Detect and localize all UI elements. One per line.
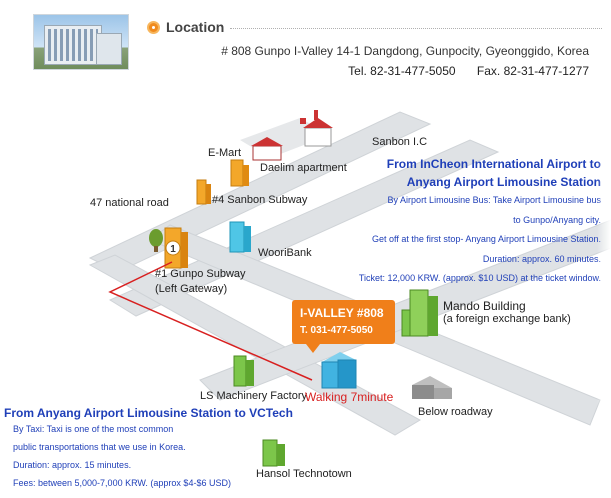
tree-icon <box>149 229 163 252</box>
walking-route <box>108 261 313 381</box>
gunpo-subway-label: #1 Gunpo Subway <box>155 268 246 280</box>
limousine-line: public transportations that we use in Ko… <box>13 442 186 452</box>
ivalley-building-icon <box>321 352 357 389</box>
incheon-heading-1: From InCheon International Airport to <box>386 157 601 171</box>
mando-label: Mando Building <box>443 299 526 313</box>
emart-icon <box>251 137 283 161</box>
ivalley-name: I-VALLEY #808 <box>300 306 384 320</box>
ls-factory-label: LS Machinery Factory <box>200 390 307 402</box>
limousine-line: By Taxi: Taxi is one of the most common <box>13 424 174 434</box>
section-title: Location <box>166 19 225 35</box>
incheon-line: to Gunpo/Anyang city. <box>513 214 601 225</box>
incheon-line: Duration: approx. 60 minutes. <box>482 253 601 264</box>
daelim-label: Daelim apartment <box>260 162 347 174</box>
subway-line-marker: 1 <box>170 244 176 255</box>
incheon-directions-panel: From InCheon International Airport to An… <box>359 155 601 289</box>
walking-time-label: Walking 7minute <box>305 390 394 404</box>
sanbon-ic-icon <box>300 110 333 147</box>
wooribank-icon <box>229 221 251 253</box>
below-roadway-icon <box>412 376 452 399</box>
daelim-apartment-icon <box>230 159 249 187</box>
incheon-line: Get off at the first stop- Anyang Airpor… <box>372 234 601 244</box>
sanbon-subway-icon <box>196 179 211 205</box>
contact-line: Tel. 82-31-477-5050 Fax. 82-31-477-1277 <box>330 64 589 78</box>
ivalley-tel: T. 031-477-5050 <box>300 325 373 336</box>
emart-label: E-Mart <box>208 147 241 159</box>
mando-building-icon <box>401 289 438 337</box>
limousine-directions-panel: From Anyang Airport Limousine Station to… <box>4 406 293 492</box>
map-edge-fade <box>597 88 611 488</box>
ivalley-callout: I-VALLEY #808 T. 031-477-5050 <box>292 300 395 353</box>
location-bullet-icon <box>147 21 160 34</box>
gunpo-subway-icon <box>164 227 188 269</box>
sanbon-ic-label: Sanbon I.C <box>372 136 428 148</box>
hansol-icon <box>262 439 285 467</box>
title-divider <box>230 28 602 29</box>
national-road-label: 47 national road <box>90 197 169 209</box>
gunpo-gateway-label: (Left Gateway) <box>155 283 228 295</box>
mando-sub-label: (a foreign exchange bank) <box>443 313 571 325</box>
limousine-heading: From Anyang Airport Limousine Station to… <box>4 406 293 420</box>
limousine-line: Duration: approx. 15 minutes. <box>13 460 132 470</box>
address-text: # 808 Gunpo I-Valley 14-1 Dangdong, Gunp… <box>221 44 589 58</box>
ls-factory-icon <box>233 355 254 387</box>
tel-text: Tel. 82-31-477-5050 <box>348 64 456 78</box>
incheon-line: By Airport Limousine Bus: Take Airport L… <box>387 195 601 205</box>
fax-text: Fax. 82-31-477-1277 <box>476 64 589 78</box>
wooribank-label: WooriBank <box>258 247 312 259</box>
incheon-heading-2: Anyang Airport Limousine Station <box>406 175 601 189</box>
limousine-line: Fees: between 5,000-7,000 KRW. (approx $… <box>13 478 231 488</box>
below-roadway-label: Below roadway <box>418 406 493 418</box>
building-photo <box>33 14 129 70</box>
sanbon-subway-label: #4 Sanbon Subway <box>212 194 308 206</box>
incheon-line: Ticket: 12,000 KRW. (approx. $10 USD) at… <box>358 273 601 283</box>
hansol-label: Hansol Technotown <box>256 468 352 480</box>
